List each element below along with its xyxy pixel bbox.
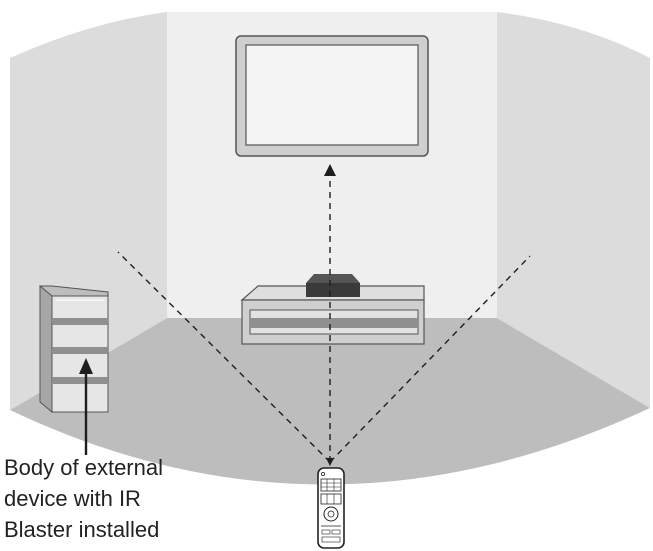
arrow-up-icon [324,164,336,176]
ir-signal-lines [117,178,531,463]
set-top-box-icon [306,274,360,297]
pointer-arrow [79,358,93,455]
device-caption: Body of external device with IR Blaster … [4,452,264,545]
cabinet-icon [39,284,109,414]
remote-control-icon [317,467,345,549]
caption-line-1: Body of external [4,455,163,480]
right-wall [497,12,650,408]
caption-line-2: device with IR [4,486,141,511]
signal-line-left [117,251,331,463]
signal-line-right [329,255,531,463]
arrow-down-icon [326,458,334,466]
caption-line-3: Blaster installed [4,517,160,542]
tv-icon [235,35,429,157]
tv-stand-icon [240,285,425,345]
